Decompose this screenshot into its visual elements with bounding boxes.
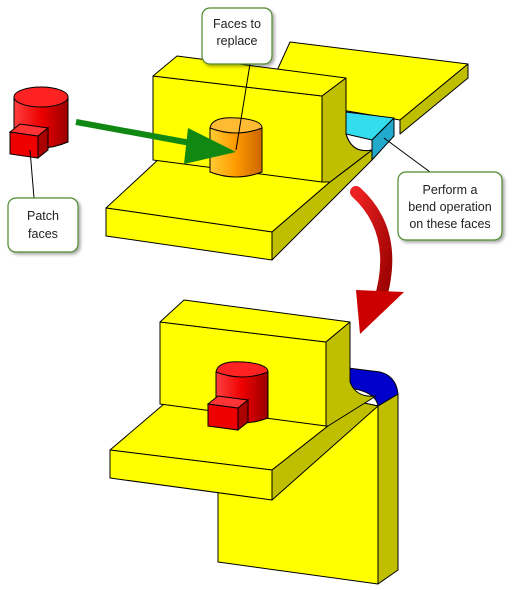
callout-patch-faces-line2: faces bbox=[28, 227, 58, 241]
patch-faces-bottom bbox=[206, 361, 269, 432]
top-part bbox=[105, 41, 469, 261]
patch-faces-top bbox=[8, 86, 69, 160]
top-back-plate-front bbox=[399, 63, 469, 135]
callout-faces-to-replace-line2: replace bbox=[217, 34, 258, 48]
placed-box-side bbox=[237, 398, 249, 432]
callout-faces-to-replace: Faces to replace bbox=[201, 7, 273, 151]
patch-box-side bbox=[37, 126, 49, 160]
replace-faces bbox=[209, 117, 263, 178]
callout-bend-line2: bend operation bbox=[408, 200, 491, 214]
placed-cylinder-top bbox=[215, 361, 269, 378]
callout-faces-to-replace-line1: Faces to bbox=[213, 17, 261, 31]
bottom-part bbox=[109, 299, 399, 585]
replace-faces-body bbox=[209, 127, 263, 178]
callout-bend-line3: on these faces bbox=[409, 217, 490, 231]
top-notch-arc bbox=[345, 133, 373, 152]
callout-patch-faces: Patch faces bbox=[7, 149, 79, 253]
callout-bend-operation: Perform a bend operation on these faces bbox=[383, 137, 503, 241]
red-curved-arrow bbox=[350, 186, 404, 334]
callout-bend-line1: Perform a bbox=[423, 183, 478, 197]
replace-faces-top bbox=[209, 117, 263, 134]
bottom-bent-plate-side bbox=[377, 393, 399, 585]
green-arrow bbox=[75, 119, 236, 164]
bent-region-top bbox=[347, 367, 399, 407]
patch-cylinder-top bbox=[13, 86, 69, 108]
bottom-wall-side bbox=[325, 321, 377, 427]
callout-patch-faces-line1: Patch bbox=[27, 209, 59, 223]
